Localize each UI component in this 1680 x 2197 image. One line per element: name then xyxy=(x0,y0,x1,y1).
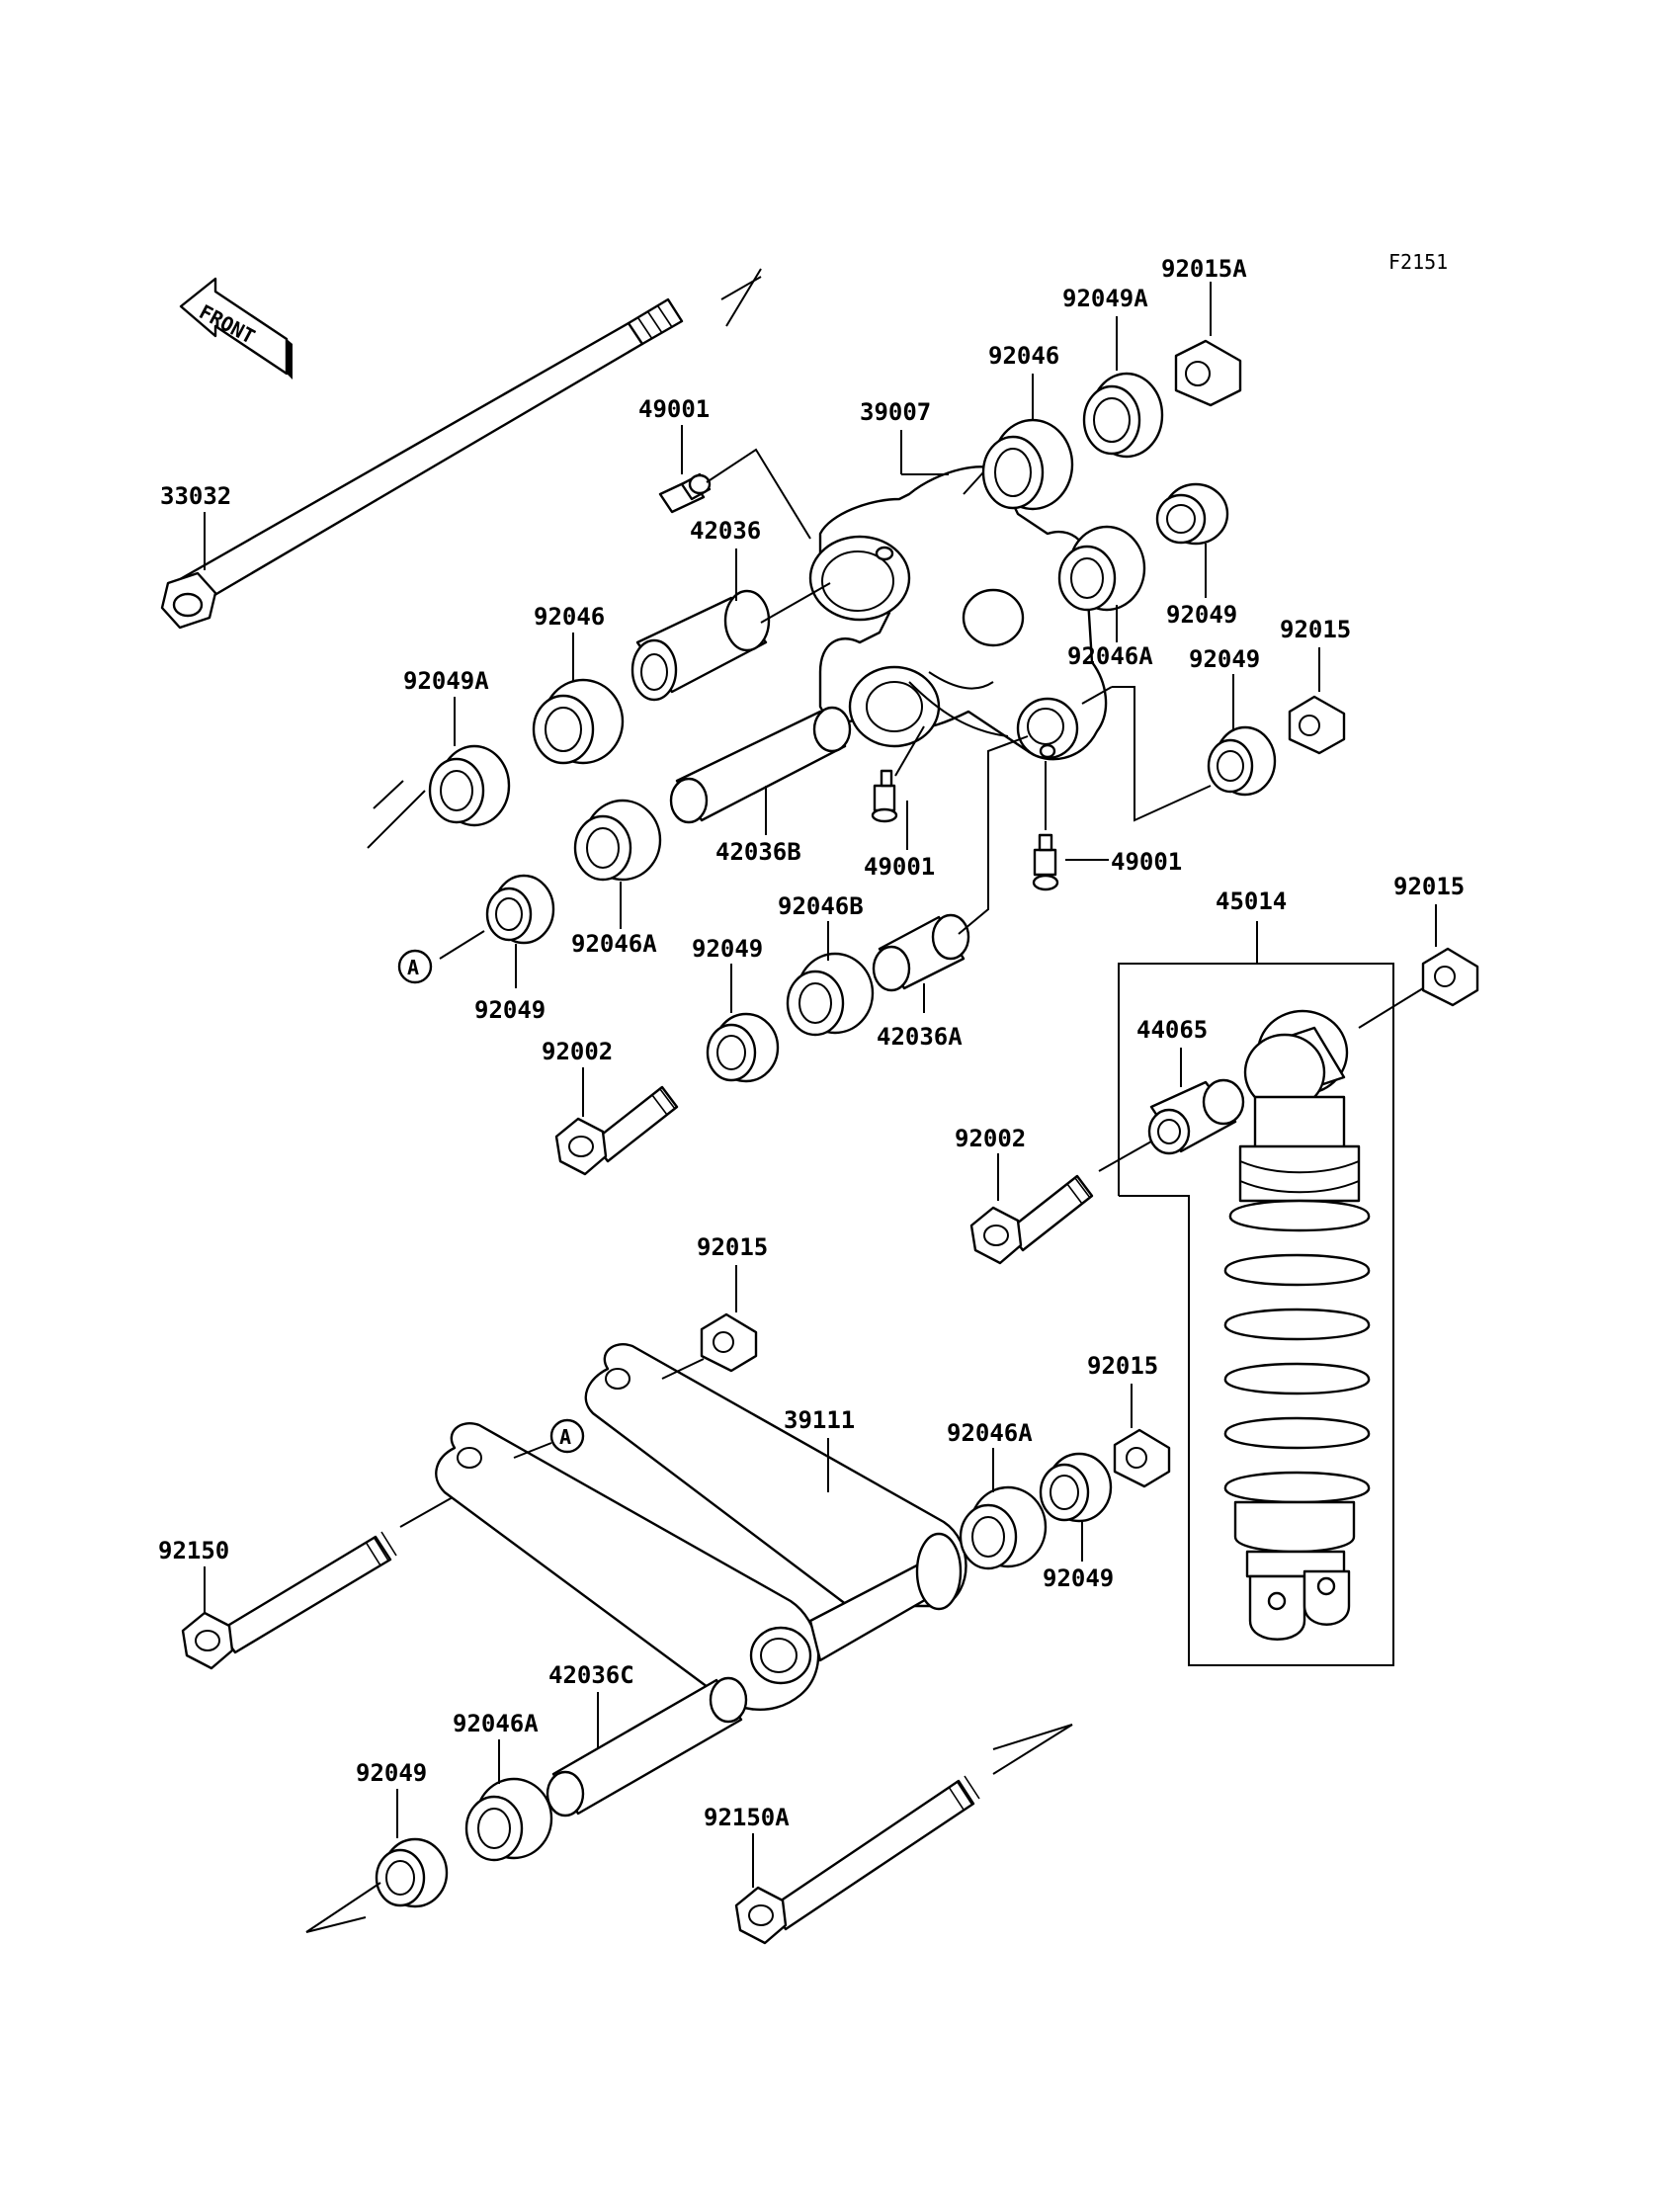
label-92049A-left: 92049A xyxy=(403,667,489,695)
label-49001-top: 49001 xyxy=(638,395,710,423)
label-92015-lower2: 92015 xyxy=(1087,1352,1158,1380)
collar-92049A-top xyxy=(1082,372,1164,459)
sleeve-42036A xyxy=(872,913,970,992)
nut-92015-lower xyxy=(700,1312,758,1373)
label-92049-mid: 92049 xyxy=(692,935,763,963)
axle-bolt-33032 xyxy=(160,268,762,630)
label-92049A-top: 92049A xyxy=(1062,285,1148,312)
label-92002-right: 92002 xyxy=(955,1125,1026,1152)
label-42036C: 42036C xyxy=(548,1661,634,1689)
rocker-arm-39007 xyxy=(808,465,1108,761)
nut-92015-lower2 xyxy=(1113,1428,1171,1488)
collar-92049-mid xyxy=(706,1012,780,1083)
label-92015A: 92015A xyxy=(1161,255,1247,283)
reference-a-lower: A xyxy=(549,1418,585,1454)
nut-92015-right xyxy=(1288,695,1346,755)
label-92046A-right: 92046A xyxy=(1067,642,1153,670)
needle-bearing-92046-left xyxy=(532,678,625,765)
collar-92049A-left xyxy=(428,744,511,827)
label-92150A: 92150A xyxy=(704,1804,790,1831)
bolt-92002-left xyxy=(554,1085,679,1176)
nut-92015-shock xyxy=(1421,947,1479,1007)
label-44065: 44065 xyxy=(1136,1016,1208,1044)
needle-bearing-92046A-bottom xyxy=(464,1777,553,1862)
collar-92049-bottom xyxy=(375,1837,449,1908)
label-92046B: 92046B xyxy=(778,892,864,920)
label-92046A-lower: 92046A xyxy=(947,1419,1033,1447)
collar-92049-right2 xyxy=(1207,725,1277,797)
front-arrow-icon: FRONT xyxy=(179,277,293,380)
label-33032: 33032 xyxy=(160,482,231,510)
label-92049-right: 92049 xyxy=(1166,601,1237,629)
label-42036A: 42036A xyxy=(877,1023,963,1051)
label-92015-lower: 92015 xyxy=(697,1233,768,1261)
label-92049-lower-right: 92049 xyxy=(1043,1564,1114,1592)
label-92049-bottom: 92049 xyxy=(356,1759,427,1787)
tie-rod-39111 xyxy=(435,1343,967,1711)
collar-92049-left xyxy=(485,874,555,945)
label-92150: 92150 xyxy=(158,1537,229,1564)
label-92046A-bottom: 92046A xyxy=(453,1710,539,1737)
bolt-92002-right xyxy=(969,1174,1094,1265)
label-39007: 39007 xyxy=(860,398,931,426)
needle-bearing-92046B xyxy=(786,952,875,1037)
label-45014: 45014 xyxy=(1216,887,1287,915)
grease-nipple-49001-right xyxy=(1032,833,1059,891)
grease-nipple-49001-top xyxy=(658,472,712,514)
needle-bearing-92046-top xyxy=(981,418,1074,511)
figure-code: F2151 xyxy=(1388,250,1448,274)
sleeve-42036C xyxy=(546,1676,748,1817)
label-42036: 42036 xyxy=(690,517,761,545)
bolt-92150 xyxy=(181,1531,397,1670)
label-92046A-left: 92046A xyxy=(571,930,657,958)
nut-92015A xyxy=(1174,339,1242,407)
needle-bearing-92046A-lower xyxy=(959,1485,1048,1570)
label-92046-left: 92046 xyxy=(534,603,605,631)
label-92049-right2: 92049 xyxy=(1189,645,1260,673)
grease-nipple-49001-mid xyxy=(871,769,898,823)
collar-92049-right xyxy=(1155,482,1229,546)
label-49001-mid: 49001 xyxy=(864,853,935,881)
label-49001-right: 49001 xyxy=(1111,848,1182,876)
label-92049-left: 92049 xyxy=(474,996,546,1024)
label-92046-top: 92046 xyxy=(988,342,1059,370)
needle-bearing-92046A-right xyxy=(1057,525,1146,612)
label-92002-left: 92002 xyxy=(542,1038,613,1065)
svg-text:A: A xyxy=(559,1425,571,1449)
sleeve-42036B xyxy=(669,706,852,824)
needle-bearing-92046A-left xyxy=(573,799,662,882)
reference-a-upper: A xyxy=(397,949,433,984)
label-92015-shock: 92015 xyxy=(1393,873,1465,900)
bolt-92150A xyxy=(734,1775,980,1945)
label-39111: 39111 xyxy=(784,1406,855,1434)
collar-92049-lower-right xyxy=(1039,1452,1113,1523)
collar-44065 xyxy=(1147,1078,1245,1155)
label-42036B: 42036B xyxy=(715,838,801,866)
label-92015-right: 92015 xyxy=(1280,616,1351,643)
svg-text:A: A xyxy=(407,956,419,979)
sleeve-42036 xyxy=(630,589,771,702)
shock-absorber-45014 xyxy=(1118,963,1394,1666)
